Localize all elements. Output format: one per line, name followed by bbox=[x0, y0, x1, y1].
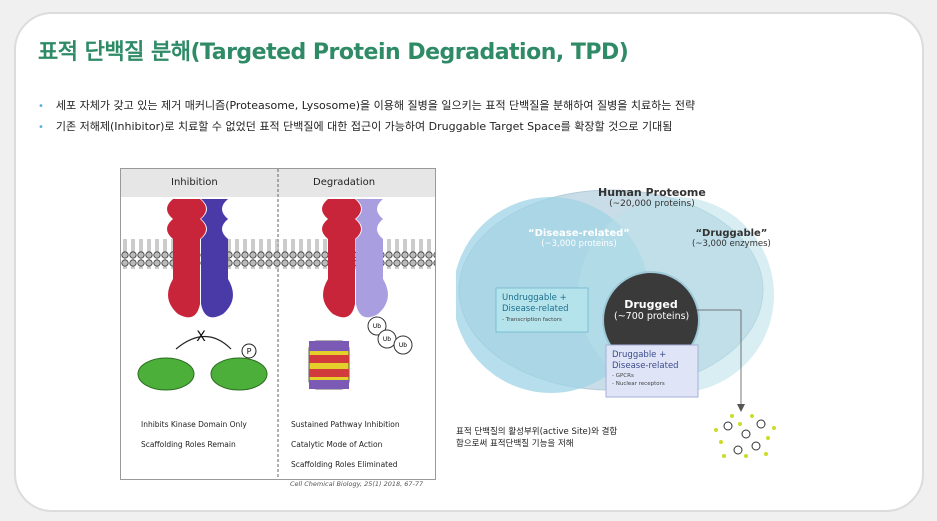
undruggable-box bbox=[495, 287, 589, 333]
caption-line: Catalytic Mode of Action bbox=[291, 440, 383, 449]
drugged-label: Drugged (~700 proteins) bbox=[614, 298, 690, 322]
ub-label: Ub bbox=[399, 342, 407, 349]
ub-label: Ub bbox=[373, 323, 381, 330]
ub-label: Ub bbox=[383, 336, 391, 343]
inhibition-degradation-figure: X P Ub Ub Ub Inhibition Degradation Inhi… bbox=[120, 168, 436, 480]
human-proteome-label: Human Proteome (~20,000 proteins) bbox=[598, 186, 706, 209]
undruggable-box-text: Undruggable + Disease-related - Transcri… bbox=[502, 293, 569, 326]
figure-header bbox=[121, 169, 435, 197]
bullet-text: 기존 저해제(Inhibitor)로 치료할 수 없었던 표적 단백질에 대한 … bbox=[55, 120, 673, 133]
druggable-title: “Druggable” bbox=[695, 228, 768, 239]
disease-related-title: “Disease-related” bbox=[528, 228, 630, 239]
human-proteome-venn: Human Proteome (~20,000 proteins) “Disea… bbox=[453, 180, 926, 480]
lavender-protein-right bbox=[356, 199, 388, 318]
inhibit-x-mark: X bbox=[196, 329, 206, 345]
bullet-icon: • bbox=[38, 122, 44, 133]
druggable-box-text: Druggable + Disease-related - GPCRs - Nu… bbox=[612, 350, 679, 388]
kinase-left bbox=[137, 357, 195, 391]
phosphate-icon bbox=[241, 343, 257, 359]
bullet-list: • 세포 자체가 갖고 있는 제거 매커니즘(Proteasome, Lysoso… bbox=[38, 96, 695, 138]
mechanism-illustration: X P Ub Ub Ub bbox=[121, 169, 435, 479]
inhibition-caption: Inhibits Kinase Domain Only Scaffolding … bbox=[141, 415, 247, 455]
caption-line: 함으로써 표적단백질 기능을 저해 bbox=[456, 439, 574, 449]
druggable-subtitle: (~3,000 enzymes) bbox=[692, 239, 771, 249]
venn-diagram bbox=[453, 189, 776, 458]
undruggable-line: Disease-related bbox=[502, 304, 569, 314]
citation-text: Cell Chemical Biology, 25(1) 2018, 67-77 bbox=[290, 480, 424, 488]
druggable-note: - GPCRs bbox=[612, 373, 634, 379]
red-protein-right bbox=[322, 199, 361, 318]
caption-line: Inhibits Kinase Domain Only bbox=[141, 420, 247, 429]
cell-membrane bbox=[121, 239, 435, 269]
caption-line: Scaffolding Roles Remain bbox=[141, 440, 236, 449]
undruggable-line: Undruggable + bbox=[502, 293, 567, 303]
caption-line: Sustained Pathway Inhibition bbox=[291, 420, 400, 429]
page-title: 표적 단백질 분해(Targeted Protein Degradation, … bbox=[38, 40, 629, 65]
human-proteome-subtitle: (~20,000 proteins) bbox=[609, 199, 695, 209]
purple-protein-left bbox=[201, 199, 233, 318]
druggable-box bbox=[605, 344, 699, 398]
red-protein-left bbox=[167, 199, 206, 318]
proteasome-icon bbox=[308, 340, 350, 390]
bullet-text: 세포 자체가 갖고 있는 제거 매커니즘(Proteasome, Lysosom… bbox=[55, 99, 696, 112]
druggable-line: Disease-related bbox=[612, 361, 679, 371]
bullet-item: • 기존 저해제(Inhibitor)로 치료할 수 없었던 표적 단백질에 대한… bbox=[38, 117, 695, 138]
caption-line: 표적 단백질의 활성부위(active Site)와 결합 bbox=[456, 427, 618, 437]
caption-line: Scaffolding Roles Eliminated bbox=[291, 460, 398, 469]
disease-related-subtitle: (~3,000 proteins) bbox=[541, 239, 617, 249]
disease-related-label: “Disease-related” (~3,000 proteins) bbox=[528, 228, 630, 249]
binding-caption: 표적 단백질의 활성부위(active Site)와 결합 함으로써 표적단백질… bbox=[456, 426, 617, 450]
drugged-subtitle: (~700 proteins) bbox=[614, 311, 690, 322]
kinase-right bbox=[210, 357, 268, 391]
reaction-arrow bbox=[175, 336, 232, 350]
druggable-label: “Druggable” (~3,000 enzymes) bbox=[692, 228, 771, 249]
bullet-icon: • bbox=[38, 101, 44, 112]
pointer-arrow bbox=[737, 404, 745, 412]
druggable-line: Druggable + bbox=[612, 350, 667, 360]
human-proteome-title: Human Proteome bbox=[598, 186, 706, 199]
druggable-note: - Nuclear receptors bbox=[612, 381, 665, 387]
undruggable-note: - Transcription factors bbox=[502, 317, 562, 323]
drug-particles-icon bbox=[714, 414, 776, 458]
ubiquitin-chain bbox=[367, 316, 413, 355]
bullet-item: • 세포 자체가 갖고 있는 제거 매커니즘(Proteasome, Lysoso… bbox=[38, 96, 695, 117]
degradation-caption: Sustained Pathway Inhibition Catalytic M… bbox=[291, 415, 400, 475]
drugged-title: Drugged bbox=[624, 298, 678, 311]
phosphate-label: P bbox=[247, 347, 252, 356]
degradation-title: Degradation bbox=[313, 177, 376, 188]
inhibition-title: Inhibition bbox=[171, 177, 218, 188]
